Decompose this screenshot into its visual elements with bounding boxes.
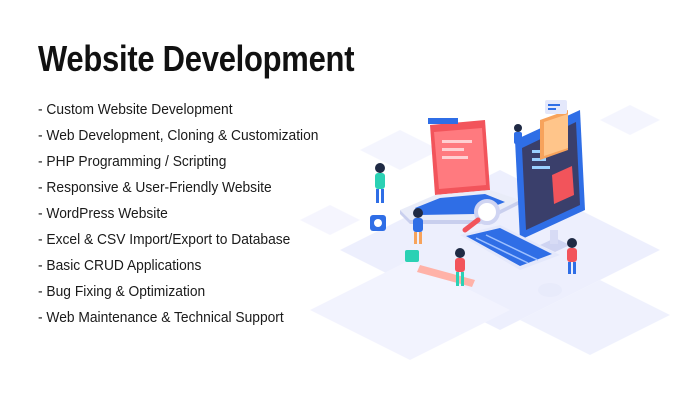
isometric-workspace-graphic xyxy=(300,100,670,360)
service-item: - Basic CRUD Applications xyxy=(38,257,202,274)
service-item: - Bug Fixing & Optimization xyxy=(38,283,206,300)
page-title: Website Development xyxy=(38,38,355,79)
folder-graphic xyxy=(540,110,568,160)
services-list: - Custom Website Development - Web Devel… xyxy=(38,100,343,334)
service-item: - WordPress Website xyxy=(38,205,168,222)
service-item: - Responsive & User-Friendly Website xyxy=(38,179,272,196)
person-figure-bottom xyxy=(455,248,465,286)
code-bubble-icon xyxy=(545,100,567,114)
person-figure-center xyxy=(413,208,423,244)
service-item: - Web Development, Cloning & Customizati… xyxy=(38,127,319,144)
card-icon xyxy=(405,250,419,262)
web-development-illustration xyxy=(300,80,680,380)
service-item: - Custom Website Development xyxy=(38,101,233,118)
service-item: - Web Maintenance & Technical Support xyxy=(38,309,284,326)
person-figure-right xyxy=(567,238,577,274)
person-figure-left xyxy=(375,163,385,203)
service-item: - PHP Programming / Scripting xyxy=(38,153,227,170)
laptop-graphic xyxy=(400,118,520,224)
person-figure-top xyxy=(514,124,522,144)
keyboard-graphic xyxy=(460,225,560,270)
gear-icon xyxy=(370,215,386,231)
mouse-graphic xyxy=(538,283,562,297)
ruler-graphic xyxy=(417,265,475,287)
service-item: - Excel & CSV Import/Export to Database xyxy=(38,231,291,248)
magnifier-graphic xyxy=(462,199,500,233)
